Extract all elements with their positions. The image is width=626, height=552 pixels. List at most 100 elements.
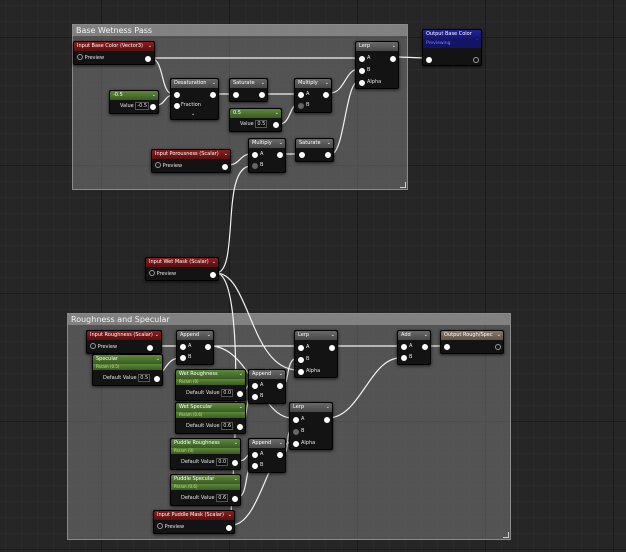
input-pin[interactable] [298, 92, 304, 98]
node-puddle-specular[interactable]: Puddle Specular⌄ Param (0.6) Default Val… [170, 474, 241, 506]
node-header[interactable]: Saturate⌄ [296, 139, 333, 148]
chevron-down-icon[interactable]: ⌄ [238, 404, 243, 410]
node-header[interactable]: Multiply⌄ [295, 79, 331, 88]
output-pin[interactable] [145, 56, 151, 62]
input-pin[interactable] [252, 394, 258, 400]
node-header[interactable]: Wet Roughness⌄ [176, 370, 245, 379]
output-pin[interactable] [323, 92, 329, 98]
chevron-down-icon[interactable]: ⌄ [330, 332, 335, 338]
node-lerp-3[interactable]: Lerp⌄ A B Alpha [289, 402, 333, 450]
output-pin[interactable] [325, 152, 331, 158]
node-input-base-color[interactable]: Input Base Color (Vector3)⌄ Preview [73, 41, 155, 65]
input-pin[interactable] [444, 344, 450, 350]
node-header[interactable]: Lerp⌄ [356, 42, 398, 51]
node-input-wet-mask[interactable]: Input Wet Mask (Scalar)⌄ Preview [145, 257, 219, 281]
node-header[interactable]: Saturate⌄ [230, 79, 267, 88]
output-pin[interactable] [232, 460, 238, 466]
chevron-down-icon[interactable]: ⌄ [206, 332, 211, 338]
output-pin[interactable] [210, 92, 216, 98]
input-pin[interactable] [359, 80, 365, 86]
default-value-field[interactable]: 0.0 [221, 389, 234, 397]
node-input-porousness[interactable]: Input Porousness (Scalar)⌄ Preview [151, 149, 231, 173]
input-pin[interactable] [293, 417, 299, 423]
node-lerp-1[interactable]: Lerp⌄ A B Alpha [355, 41, 399, 89]
output-pin[interactable] [324, 417, 330, 423]
output-pin[interactable] [277, 452, 283, 458]
node-header[interactable]: Puddle Specular⌄ [171, 475, 240, 484]
input-pin[interactable] [174, 103, 180, 109]
output-pin[interactable] [273, 122, 279, 128]
chevron-down-icon[interactable]: ⌄ [154, 332, 159, 338]
chevron-down-icon[interactable]: ⌄ [496, 332, 501, 338]
node-multiply-1[interactable]: Multiply⌄ A B [294, 78, 332, 113]
node-wet-specular[interactable]: Wet Specular⌄ Param (0.6) Default Value … [175, 402, 246, 434]
chevron-down-icon[interactable]: ⌄ [474, 37, 479, 40]
input-pin[interactable] [298, 103, 304, 109]
node-puddle-roughness[interactable]: Puddle Roughness⌄ Param (0) Default Valu… [170, 438, 241, 470]
node-header[interactable]: Input Puddle Mask (Scalar)⌄ [154, 511, 234, 520]
output-pin[interactable] [210, 272, 216, 278]
output-pin[interactable] [222, 164, 228, 170]
output-pin[interactable] [259, 92, 265, 98]
input-pin[interactable] [90, 343, 96, 349]
input-pin[interactable] [77, 54, 83, 60]
node-header[interactable]: Lerp⌄ [295, 331, 337, 340]
input-pin[interactable] [426, 57, 432, 63]
node-output-base-color[interactable]: Output Base Color⌄ Previewing [422, 29, 482, 66]
node-lerp-2[interactable]: Lerp⌄ A B Alpha [294, 330, 338, 378]
node-specular[interactable]: Specular⌄ Param (0.5) Default Value 0.5 [92, 354, 163, 386]
chevron-down-icon[interactable]: ⌄ [155, 356, 160, 362]
input-pin[interactable] [298, 369, 304, 375]
comment-title[interactable]: Roughness and Specular [68, 314, 510, 325]
node-header[interactable]: -0.5⌄ [110, 91, 158, 100]
chevron-down-icon[interactable]: ⌄ [211, 259, 216, 265]
node-header[interactable]: Lerp⌄ [290, 403, 332, 412]
chevron-down-icon[interactable]: ⌄ [423, 332, 428, 338]
node-header[interactable]: Multiply⌄ [249, 139, 285, 148]
chevron-down-icon[interactable]: ⌄ [278, 440, 283, 446]
chevron-down-icon[interactable]: ⌄ [227, 512, 232, 518]
default-value-field[interactable]: 0.0 [216, 458, 229, 466]
node-header[interactable]: Input Base Color (Vector3)⌄ [74, 42, 154, 51]
output-pin[interactable] [150, 104, 156, 110]
node-header[interactable]: Append⌄ [249, 439, 285, 448]
chevron-down-icon[interactable]: ⌄ [274, 110, 279, 116]
chevron-down-icon[interactable]: ⌄ [238, 371, 243, 377]
chevron-down-icon[interactable]: ⌄ [223, 151, 228, 157]
input-pin[interactable] [180, 355, 186, 361]
node-saturate-1[interactable]: Saturate⌄ [229, 78, 268, 102]
input-pin[interactable] [252, 383, 258, 389]
chevron-down-icon[interactable]: ⌄ [260, 80, 265, 86]
output-pin[interactable] [237, 391, 243, 397]
node-header[interactable]: Add⌄ [398, 331, 430, 340]
input-pin[interactable] [359, 56, 365, 62]
chevron-down-icon[interactable]: ⌄ [233, 440, 238, 446]
node-input-roughness[interactable]: Input Roughness (Scalar)⌄ Preview [86, 330, 162, 354]
chevron-down-icon[interactable]: ⌄ [211, 80, 216, 86]
input-pin[interactable] [155, 162, 161, 168]
node-output-rough-spec[interactable]: Output Rough/Spec⌄ [440, 330, 504, 354]
chevron-down-icon[interactable]: ⌄ [278, 371, 283, 377]
node-append-2[interactable]: Append⌄ A B [248, 369, 286, 404]
input-pin[interactable] [180, 344, 186, 350]
input-pin[interactable] [157, 523, 163, 529]
node-header[interactable]: Desaturation⌄ [171, 79, 218, 88]
node-const-minus-05[interactable]: -0.5⌄ Value -0.5 [109, 90, 159, 114]
node-desaturation[interactable]: Desaturation⌄ Fraction ⌄ [170, 78, 219, 120]
input-pin[interactable] [401, 344, 407, 350]
node-header[interactable]: Output Rough/Spec⌄ [441, 331, 503, 340]
chevron-down-icon[interactable]: ⌄ [191, 111, 196, 117]
node-header[interactable]: Input Roughness (Scalar)⌄ [87, 331, 161, 340]
output-pin[interactable] [205, 344, 211, 350]
input-pin[interactable] [252, 463, 258, 469]
chevron-down-icon[interactable]: ⌄ [324, 80, 329, 86]
output-pin[interactable] [226, 525, 232, 531]
chevron-down-icon[interactable]: ⌄ [326, 140, 331, 146]
node-header[interactable]: 0.5⌄ [230, 109, 281, 118]
output-pin[interactable] [237, 424, 243, 430]
input-pin[interactable] [298, 345, 304, 351]
default-value-field[interactable]: 0.5 [138, 374, 151, 382]
node-header[interactable]: Specular⌄ [93, 355, 162, 364]
node-wet-roughness[interactable]: Wet Roughness⌄ Param (0) Default Value 0… [175, 369, 246, 401]
node-append-3[interactable]: Append⌄ A B [248, 438, 286, 473]
